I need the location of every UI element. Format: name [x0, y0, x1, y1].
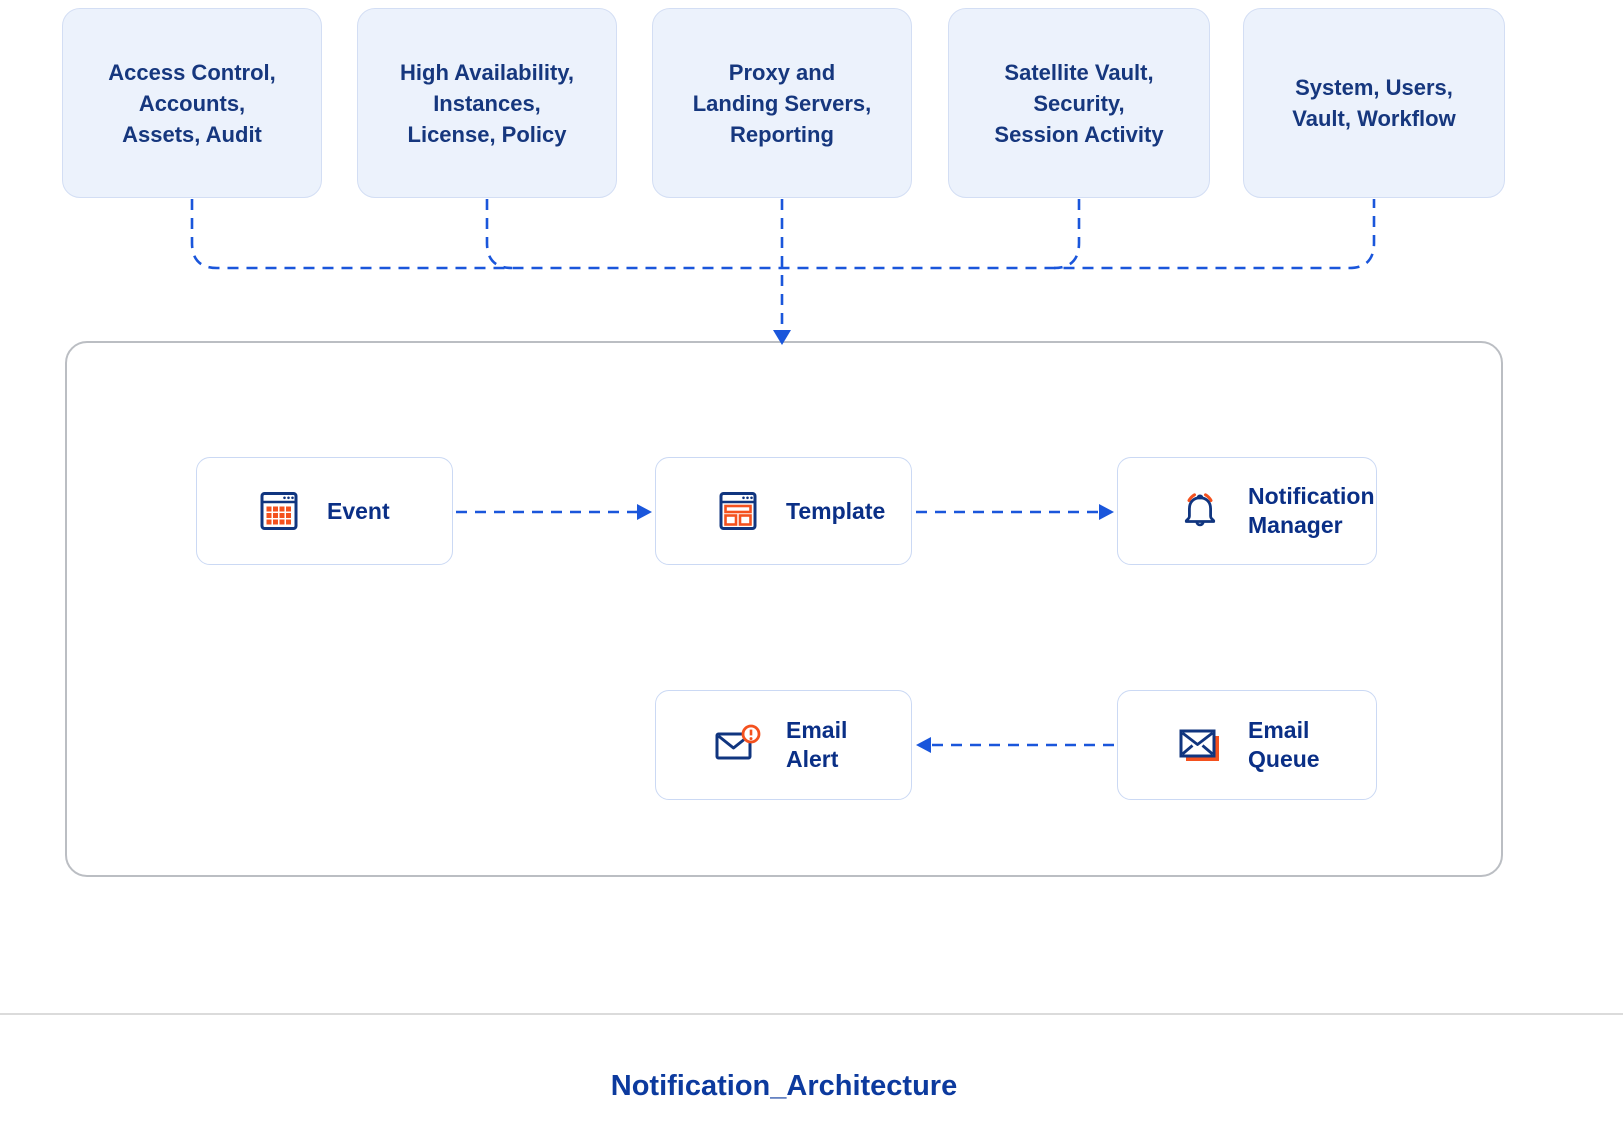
- group-box-label: Satellite Vault, Security, Session Activ…: [994, 59, 1164, 147]
- group-box-system-users: System, Users, Vault, Workflow: [1243, 8, 1505, 198]
- node-email-queue-label: Email Queue: [1248, 717, 1320, 772]
- group-box-label: Proxy and Landing Servers, Reporting: [692, 59, 872, 147]
- node-email-queue: Email Queue: [1117, 690, 1377, 800]
- bell-icon: [1184, 493, 1216, 527]
- node-event: Event: [196, 457, 453, 565]
- email-queue-icon: [1179, 729, 1219, 761]
- node-email-alert-label: Email Alert: [786, 717, 848, 772]
- group-box-access-control: Access Control, Accounts, Assets, Audit: [62, 8, 322, 198]
- node-event-label: Event: [327, 497, 390, 524]
- calendar-grid-icon: [260, 492, 298, 530]
- group-box-label: High Availability, Instances, License, P…: [400, 59, 574, 147]
- group-box-high-availability: High Availability, Instances, License, P…: [357, 8, 617, 198]
- node-notification-manager-label: Notification Manager: [1248, 483, 1375, 538]
- connector-group2: [485, 199, 513, 270]
- group-box-proxy: Proxy and Landing Servers, Reporting: [652, 8, 912, 198]
- node-notification-manager: Notification Manager: [1117, 457, 1377, 565]
- node-template: Template: [655, 457, 912, 565]
- node-email-alert: Email Alert: [655, 690, 912, 800]
- diagram-title: Notification_Architecture: [610, 1070, 958, 1102]
- group-box-label: Access Control, Accounts, Assets, Audit: [108, 59, 276, 147]
- connector-bus: [190, 199, 1376, 270]
- node-template-label: Template: [786, 497, 886, 524]
- email-alert-icon: [715, 724, 761, 760]
- template-layout-icon: [719, 492, 757, 530]
- footer-divider: [0, 1013, 1623, 1015]
- group-box-label: System, Users, Vault, Workflow: [1292, 75, 1456, 131]
- group-box-satellite-vault: Satellite Vault, Security, Session Activ…: [948, 8, 1210, 198]
- connector-group4: [1053, 199, 1081, 270]
